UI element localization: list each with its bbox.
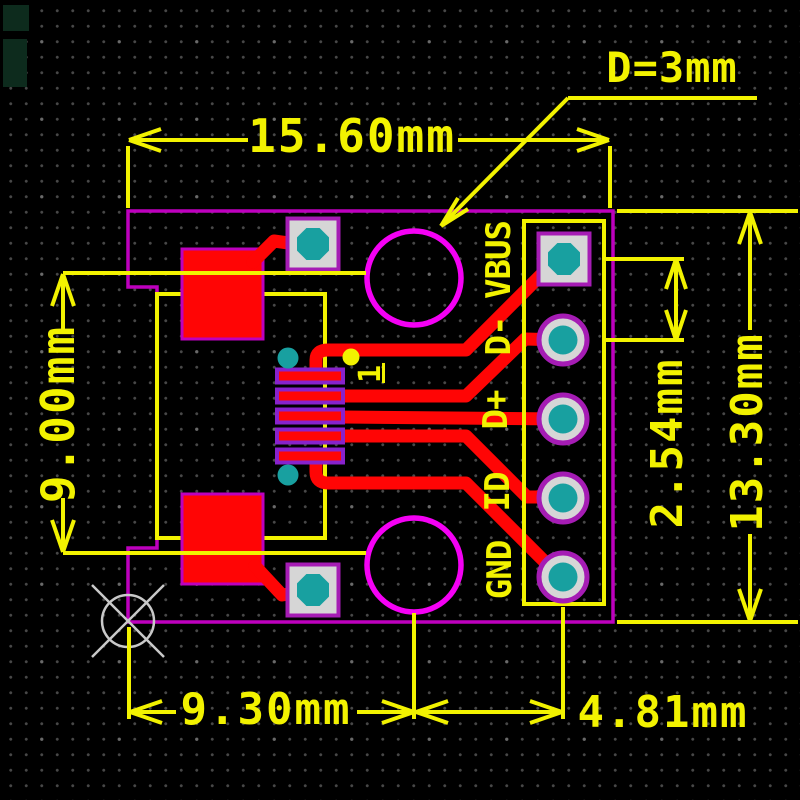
pin-label-dplus: D+: [476, 390, 516, 430]
shield-hole-pads: [285, 216, 341, 618]
via-bottom: [277, 464, 299, 486]
dim-origin-to-hole: 9.30mm: [180, 684, 352, 735]
dim-hole-to-pin-row: 4.81mm: [577, 687, 749, 738]
pad-pin1: [536, 231, 592, 287]
dim-pin-pitch: 2.54mm: [642, 357, 693, 529]
trace-vbus: [309, 253, 571, 383]
pin-label-dminus: D-: [479, 316, 519, 356]
usb-shield-pads: [180, 247, 265, 586]
dim-mount-hole-diameter: D=3mm: [606, 43, 738, 92]
dim-board-width: 15.60mm: [248, 109, 456, 163]
dim-board-height: 13.30mm: [722, 332, 773, 532]
mount-hole-top: [364, 228, 464, 328]
trace-gnd: [309, 449, 571, 584]
header-pin-pads: [536, 231, 592, 604]
dim-usb-connector-width: 9.00mm: [31, 324, 85, 504]
pin-one-marker: 1: [353, 362, 388, 384]
pin-label-gnd: GND: [480, 540, 520, 600]
pin1-dot: [342, 348, 360, 366]
trace-dplus: [336, 410, 571, 426]
dimension-lines: [50, 96, 798, 725]
pin-header-outline: [522, 219, 606, 606]
board-outline: [126, 209, 615, 624]
usb-signal-pads: [275, 367, 345, 465]
via-top: [277, 347, 299, 369]
mount-hole-bottom: [364, 515, 464, 615]
pin-label-vbus: VBUS: [479, 221, 519, 299]
screen-artifacts: [3, 5, 29, 87]
pin-label-id: ID: [478, 472, 518, 512]
